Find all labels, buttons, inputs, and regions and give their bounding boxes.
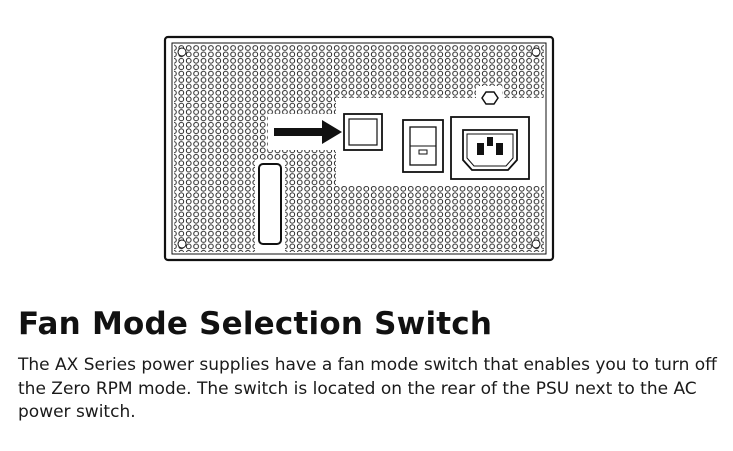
psu-rear-panel-figure: [163, 35, 555, 262]
cable-slot: [258, 163, 282, 245]
screw: [531, 239, 541, 249]
section-body-text: The AX Series power supplies have a fan …: [18, 355, 717, 422]
ac-power-switch: [402, 119, 444, 173]
screw: [177, 47, 187, 57]
psu-chassis-inner: [171, 42, 547, 255]
ac-power-inlet: [450, 116, 530, 180]
hex-nub: [481, 91, 499, 105]
screw: [531, 47, 541, 57]
screw: [177, 239, 187, 249]
fan-mode-switch: [343, 113, 383, 151]
psu-rear-panel-illustration: [163, 35, 555, 262]
arrow-icon: [274, 120, 342, 144]
section-heading: Fan Mode Selection Switch: [18, 306, 493, 342]
